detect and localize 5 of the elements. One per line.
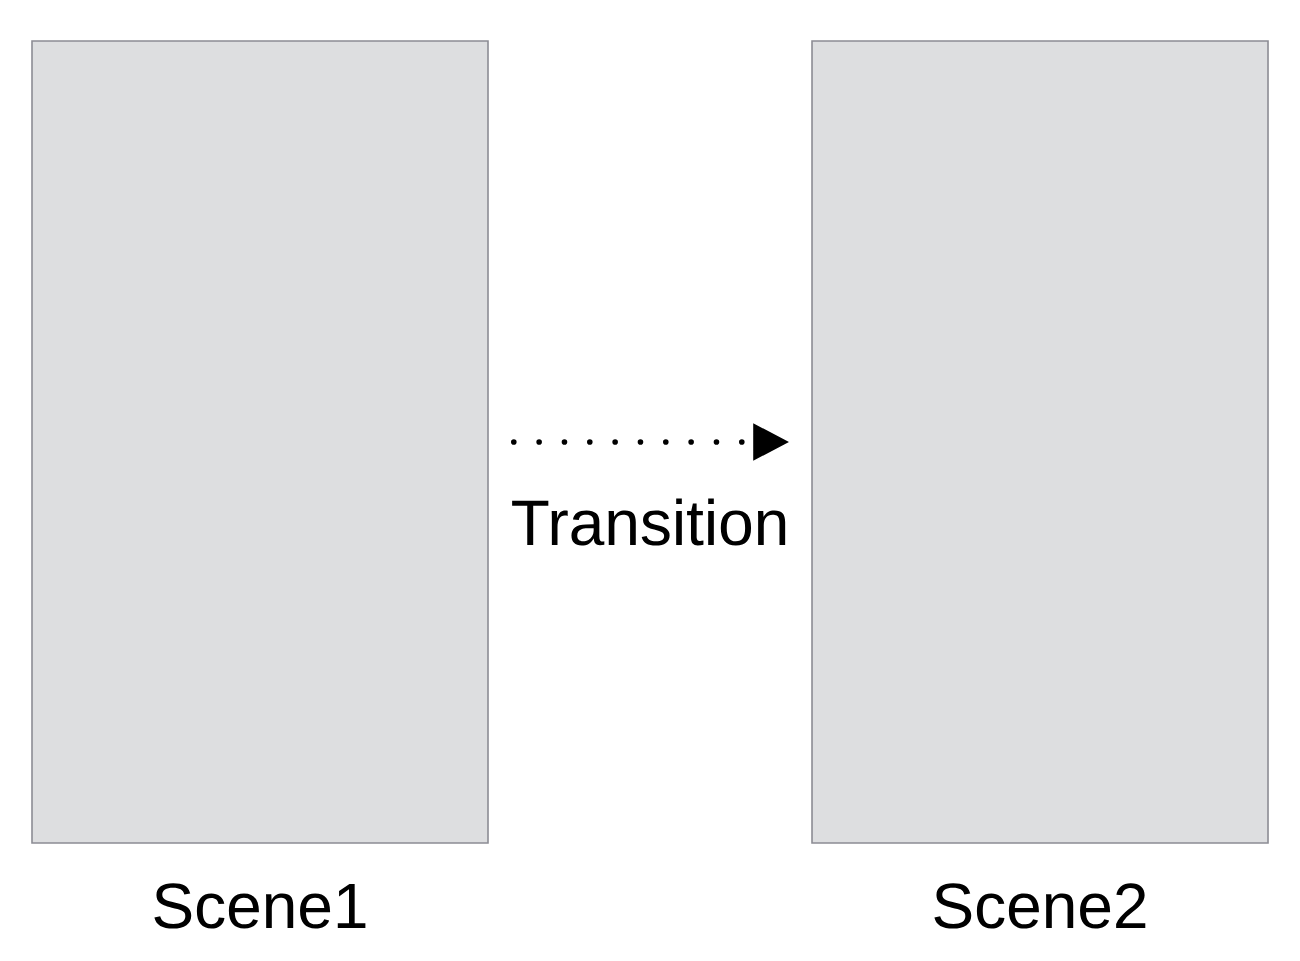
- scene-box: Scene2: [811, 40, 1269, 929]
- scene-box: Scene1: [31, 40, 489, 929]
- edge-label: Transition: [509, 497, 791, 547]
- node-label: Scene1: [154, 883, 366, 929]
- node-label: Scene2: [934, 883, 1146, 929]
